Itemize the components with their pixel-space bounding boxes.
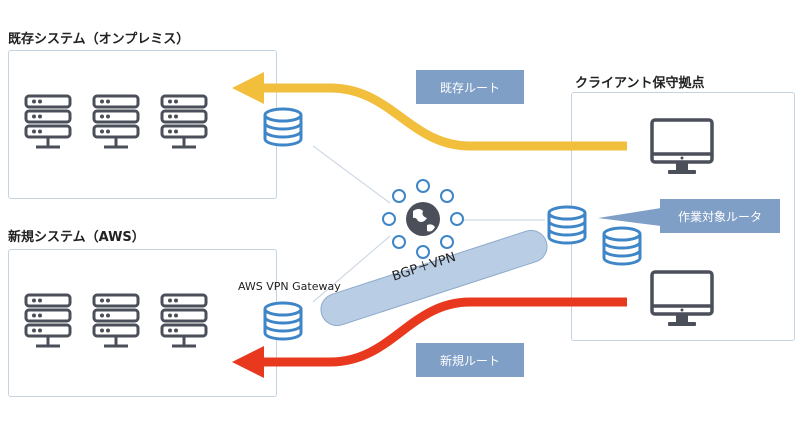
existing-route-arrow (232, 72, 264, 104)
client-title: クライアント保守拠点 (575, 76, 705, 91)
gateway-label: AWS VPN Gateway (238, 280, 341, 293)
vpn-tunnel (320, 229, 548, 327)
connection-lines (312, 145, 545, 303)
existing-route-line (262, 83, 627, 151)
existing-route-callout: 既存ルート (416, 70, 524, 104)
router-callout-pointer (598, 208, 661, 226)
aws-title: 新規システム（AWS） (8, 230, 145, 245)
new-route-line (262, 297, 627, 367)
onprem-title: 既存システム（オンプレミス） (8, 32, 190, 47)
router-callout: 作業対象ルータ (660, 199, 780, 233)
new-route-callout: 新規ルート (416, 343, 524, 377)
new-route-arrow (232, 346, 264, 378)
